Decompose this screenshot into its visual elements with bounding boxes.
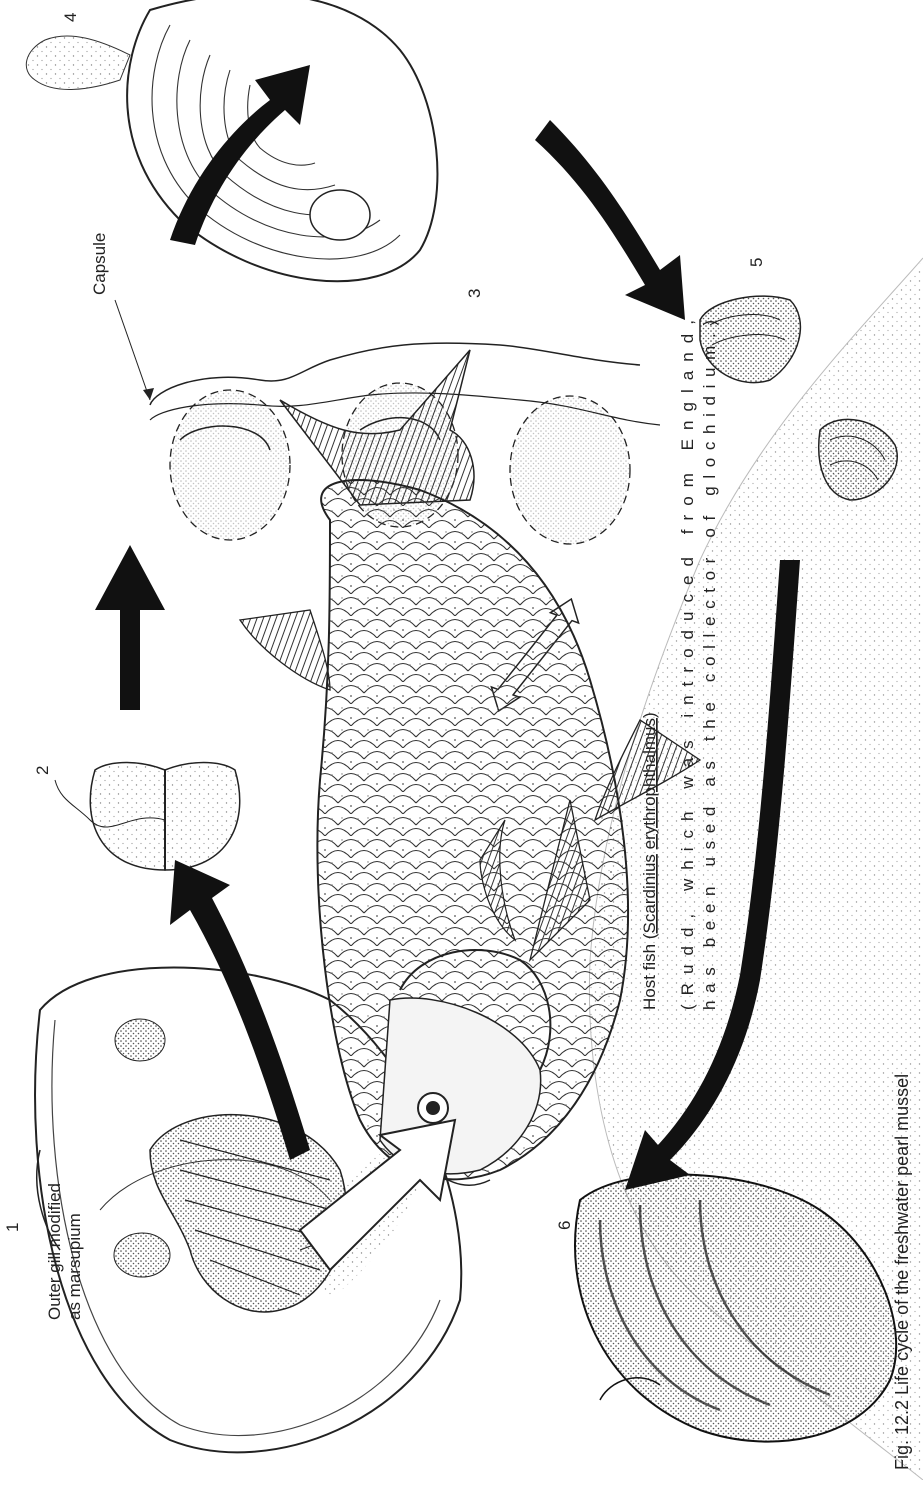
host-fish-species: erythrophthalmus xyxy=(640,718,659,849)
fish-dorsal-fin xyxy=(240,610,330,690)
stage-number-2: 2 xyxy=(33,766,52,775)
host-fish-suffix: ) xyxy=(640,712,659,718)
cycle-arrow-4-to-5 xyxy=(535,120,685,320)
outer-gill-label-line1: Outer gill modified xyxy=(45,1183,64,1320)
stage-number-3: 3 xyxy=(465,289,484,298)
glochidium-cyst-3 xyxy=(510,396,630,544)
host-fish-prefix: Host fish ( xyxy=(640,933,659,1010)
host-fish-note-line2: has been used as the collector of glochi… xyxy=(700,320,719,1010)
capsule-pointer-arrow xyxy=(115,300,150,400)
stage-number-5: 5 xyxy=(747,258,766,267)
stage-2-glochidium xyxy=(55,763,240,871)
adductor-muscle-posterior xyxy=(115,1019,165,1061)
outer-gill-label-line2: as marsupium xyxy=(65,1213,84,1320)
juvenile-siphon xyxy=(26,36,130,89)
juvenile-foot xyxy=(310,190,370,240)
host-fish-title: Host fish (Scardinius erythrophthalmus) xyxy=(640,712,659,1010)
stage-number-6: 6 xyxy=(555,1221,574,1230)
adductor-muscle-anterior xyxy=(114,1233,170,1277)
outer-gill-label-group: Outer gill modified as marsupium xyxy=(45,1183,84,1320)
marsupium-gill xyxy=(150,1115,346,1312)
cycle-arrow-2-to-3 xyxy=(95,545,165,710)
stage-number-1: 1 xyxy=(3,1223,22,1232)
stage-number-4: 4 xyxy=(61,13,80,22)
capsule-label: Capsule xyxy=(90,233,109,295)
capsule-arrowhead xyxy=(143,388,154,400)
figure-caption: Fig. 12.2 Life cycle of the freshwater p… xyxy=(892,1074,912,1470)
host-fish-genus: Scardinius xyxy=(640,854,659,933)
glochidium-cyst-1 xyxy=(170,390,290,540)
